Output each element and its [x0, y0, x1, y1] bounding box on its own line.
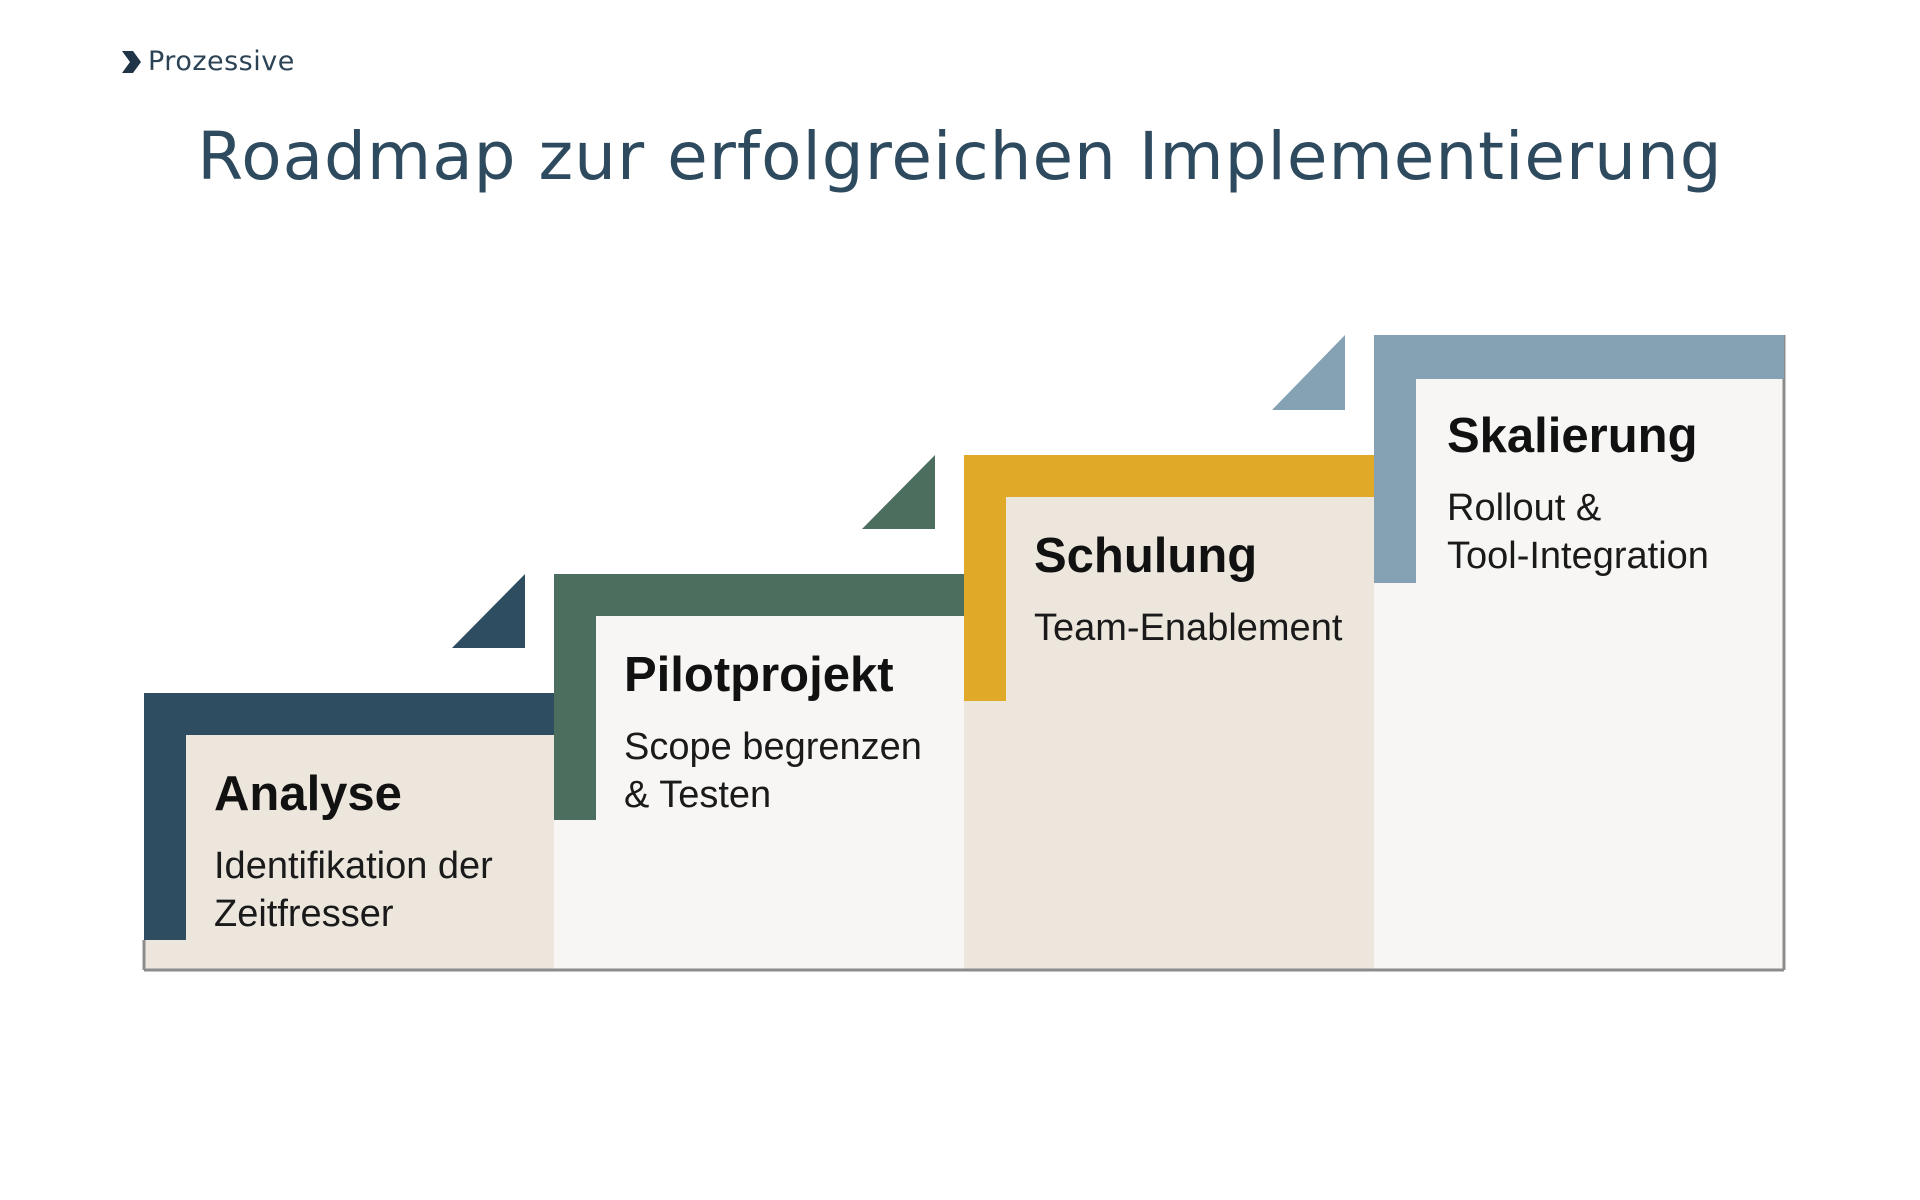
step-panel-analyse	[144, 693, 554, 970]
step-accent-triangle-pilotprojekt	[862, 455, 935, 529]
step-desc-analyse-line2: Zeitfresser	[214, 893, 394, 935]
brand-name: Prozessive	[148, 46, 295, 77]
step-panel-schulung	[964, 455, 1374, 970]
step-panel-pilotprojekt	[554, 574, 964, 970]
step-bracket-schulung	[964, 455, 1374, 701]
step-title-skalierung: Skalierung	[1447, 409, 1698, 463]
step-bracket-skalierung	[1374, 335, 1784, 583]
step-bracket-pilotprojekt	[554, 574, 964, 820]
step-desc-pilotprojekt-line2: & Testen	[624, 774, 771, 816]
step-desc-schulung-line1: Team-Enablement	[1034, 607, 1343, 649]
step-title-schulung: Schulung	[1034, 529, 1257, 583]
step-title-pilotprojekt: Pilotprojekt	[624, 648, 894, 702]
step-desc-pilotprojekt-line1: Scope begrenzen	[624, 726, 922, 768]
step-desc-skalierung-line1: Rollout &	[1447, 487, 1601, 529]
page-title: Roadmap zur erfolgreichen Implementierun…	[197, 118, 1723, 195]
brand-logo: Prozessive	[120, 46, 295, 77]
step-bracket-analyse	[144, 693, 554, 940]
step-desc-analyse-line1: Identifikation der	[214, 845, 493, 887]
step-accent-triangle-skalierung	[1272, 335, 1345, 410]
chevron-right-icon	[122, 50, 141, 73]
step-title-analyse: Analyse	[214, 767, 402, 821]
step-panel-skalierung	[1374, 335, 1784, 970]
step-accent-triangle-analyse	[452, 574, 525, 648]
step-desc-skalierung-line2: Tool-Integration	[1447, 535, 1709, 577]
